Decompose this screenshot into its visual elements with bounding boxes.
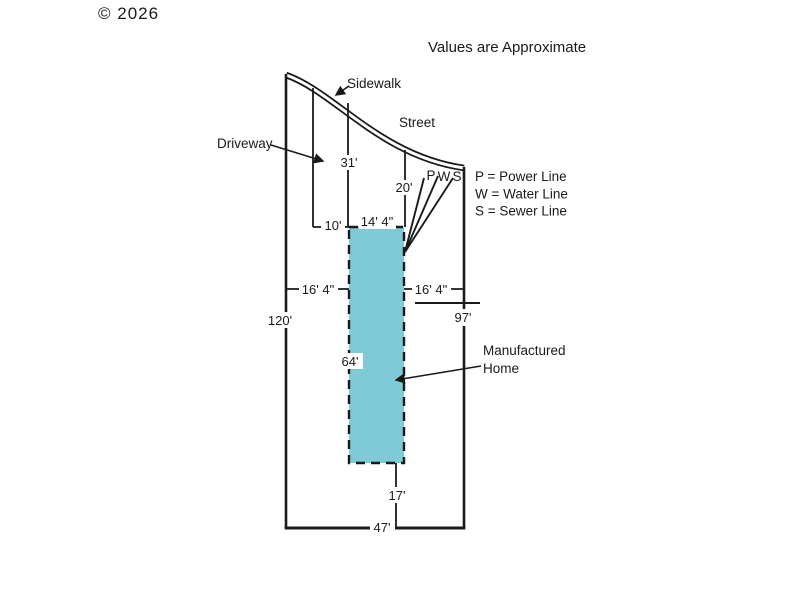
power-line-marker: P: [426, 168, 435, 183]
dimension-labels: 31' 20' 10' 14' 4" 16' 4" 16' 4" 120' 97…: [268, 155, 472, 535]
label-background: [412, 282, 451, 296]
label-background: [370, 520, 395, 535]
manufactured-home-label-line1: Manufactured: [483, 343, 566, 358]
utility-legend: P = Power Line W = Water Line S = Sewer …: [475, 169, 568, 219]
dim-home-to-street: 20': [396, 180, 413, 195]
sidewalk-curve: [284, 71, 465, 172]
callout-arrows: [270, 85, 482, 384]
legend-power-line: P = Power Line: [475, 169, 567, 184]
power-line: [404, 177, 425, 253]
driveway-label: Driveway: [217, 136, 273, 151]
label-background: [451, 309, 476, 326]
dim-lot-rear: 47': [374, 520, 391, 535]
label-background: [359, 214, 396, 229]
legend-sewer-line: S = Sewer Line: [475, 204, 567, 219]
legend-water-line: W = Water Line: [475, 187, 568, 202]
sewer-line-marker: S: [452, 169, 461, 184]
sewer-line: [404, 177, 454, 253]
label-masks: [266, 155, 476, 535]
copyright-watermark: © 2026: [98, 4, 159, 23]
diagram-title: Values are Approximate: [428, 39, 586, 56]
dim-lot-right-side: 97': [455, 310, 472, 325]
dim-lot-left-side: 120': [268, 313, 292, 328]
label-background: [336, 155, 362, 170]
manufactured-home-label-line2: Home: [483, 361, 519, 376]
driveway-arrow: [270, 144, 325, 164]
label-background: [391, 180, 417, 195]
utility-lines: [404, 175, 454, 253]
dim-driveway-to-home: 10': [325, 218, 342, 233]
water-line: [404, 175, 439, 253]
label-background: [321, 219, 345, 233]
sidewalk-arrow: [334, 85, 350, 96]
label-background: [299, 282, 338, 296]
label-background: [266, 312, 295, 328]
dim-right-side-setback: 16' 4": [415, 282, 448, 297]
water-line-marker: W: [438, 169, 451, 184]
street-label: Street: [399, 115, 435, 130]
dim-home-width: 14' 4": [361, 214, 394, 229]
dim-home-to-rear: 17': [389, 488, 406, 503]
manufactured-home-footprint: [347, 225, 406, 465]
sidewalk-label: Sidewalk: [347, 76, 401, 91]
dim-left-side-setback: 16' 4": [302, 282, 335, 297]
label-background: [385, 487, 409, 503]
dim-driveway-length: 31': [341, 155, 358, 170]
dim-home-length: 64': [342, 354, 359, 369]
label-background: [338, 353, 363, 369]
home-arrow: [394, 365, 482, 384]
sidewalk-inner-gap: [285, 73, 465, 170]
